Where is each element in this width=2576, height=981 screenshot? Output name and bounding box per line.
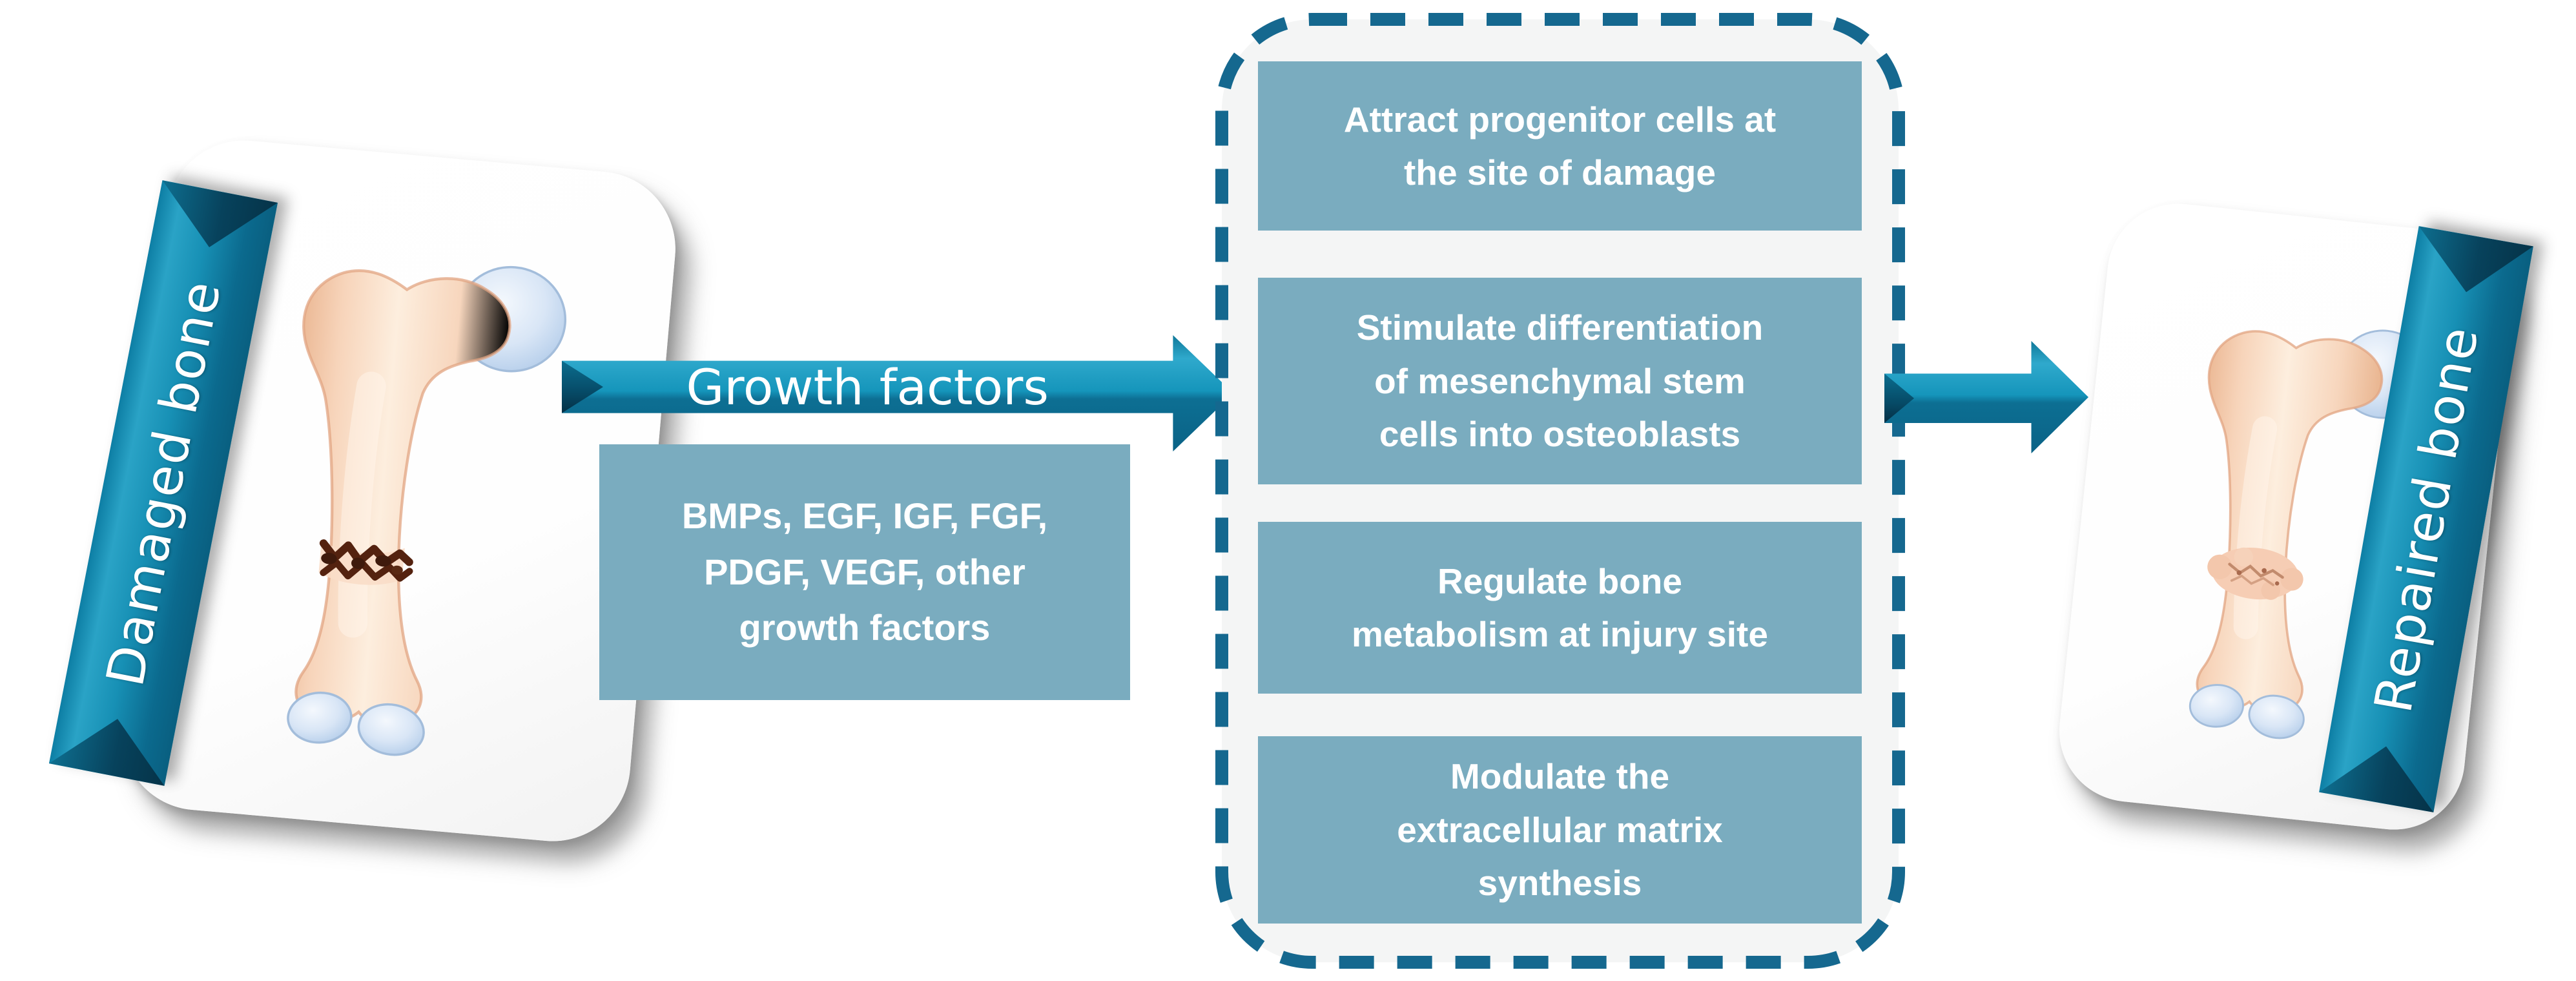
- condyle-cartilage-left: [287, 691, 353, 744]
- effect-3-line-1: Regulate bone: [1437, 561, 1682, 601]
- effect-2-line-1: Stimulate differentiation: [1356, 307, 1764, 348]
- effect-4-line-3: synthesis: [1478, 863, 1642, 904]
- result-arrow-tail-bevel: [1884, 373, 1914, 423]
- bone-highlight: [338, 371, 386, 638]
- effect-3-line-2: metabolism at injury site: [1352, 614, 1768, 654]
- effect-1-line-1: Attract progenitor cells at: [1343, 99, 1777, 139]
- damaged-bone-card: [115, 134, 682, 848]
- effect-box-attract: Attract progenitor cells at the site of …: [1258, 61, 1862, 231]
- femur-body: [294, 269, 511, 725]
- effects-panel-dashed-border: [1215, 13, 1905, 969]
- effect-4-line-2: extracellular matrix: [1397, 809, 1723, 850]
- condyle-cartilage-right: [357, 703, 425, 756]
- effect-box-regulate: Regulate bone metabolism at injury site: [1258, 522, 1862, 694]
- factors-line-2: PDGF, VEGF, other: [704, 551, 1025, 592]
- condyle-cartilage-left: [2189, 684, 2245, 728]
- effect-2-line-2: of mesenchymal stem: [1374, 360, 1746, 401]
- growth-factors-label: Growth factors: [686, 358, 1049, 416]
- effect-1-line-2: the site of damage: [1404, 152, 1716, 192]
- effect-4-line-1: Modulate the: [1450, 756, 1670, 797]
- factors-line-3: growth factors: [739, 607, 991, 648]
- fracture-damage: [318, 539, 413, 585]
- factors-line-1: BMPs, EGF, IGF, FGF,: [681, 495, 1048, 536]
- effect-box-modulate: Modulate the extracellular matrix synthe…: [1258, 736, 1862, 924]
- growth-factors-list-box: BMPs, EGF, IGF, FGF, PDGF, VEGF, other g…: [599, 444, 1130, 700]
- bone-highlight: [2233, 416, 2278, 639]
- effect-2-line-3: cells into osteoblasts: [1379, 414, 1741, 455]
- result-arrow: [1884, 341, 2088, 453]
- effect-box-stimulate: Stimulate differentiation of mesenchymal…: [1258, 278, 1862, 484]
- condyle-cartilage-right: [2248, 694, 2305, 739]
- healed-callus: [2207, 547, 2303, 600]
- damaged-bone-illustration: [287, 265, 567, 756]
